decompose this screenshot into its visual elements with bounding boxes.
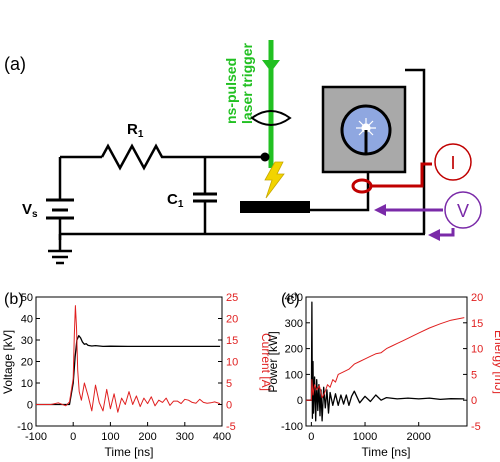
y-tick-label: 10 [21,378,33,390]
electrode-tip [260,152,270,162]
y2-tick-label: 20 [471,292,483,304]
y2-tick-label: -5 [471,421,481,433]
panel-a-label: (a) [4,54,26,74]
panel-c-label: (c) [281,291,300,308]
ground-electrode-plate [240,201,310,213]
chart-b-x-ticks: -100 0 100 200 300 400 [25,422,231,443]
x-tick-label: 300 [176,431,194,443]
chart-b-series [36,305,221,413]
chart-c-series [306,301,465,422]
laser-label-line2: laser trigger [239,43,255,124]
ground-icon [48,249,72,265]
series-line-right-axis [306,317,465,401]
chart-c-xlabel: Time [ns] [362,445,411,459]
y-tick-label: 100 [285,369,303,381]
series-line-left-axis [36,335,221,406]
y-tick-label: 20 [21,357,33,369]
y2-tick-label: 0 [226,400,232,412]
y-tick-label: 200 [285,344,303,356]
vs-label: Vs [22,201,38,220]
voltage-meter [444,191,482,229]
y-tick-label: 40 [21,314,33,326]
chart-c-x-ticks: 0 1000 2000 [308,422,431,443]
current-meter [434,143,472,181]
y2-tick-label: 15 [226,335,238,347]
y2-tick-label: 5 [471,369,477,381]
voltage-meter-label: V [457,201,469,221]
resistor-r1 [100,143,168,171]
x-tick-label: 0 [308,431,314,443]
panel-a-circuit: (a) R1 C1 Vs [4,40,482,265]
laser-arrow-icon [262,60,280,72]
x-tick-label: 2000 [406,431,430,443]
x-tick-label: 200 [138,431,156,443]
chart-b-y2label: Current [A] [259,333,273,391]
voltage-source [46,198,74,220]
series-line-right-axis [36,305,221,413]
chart-c-y2label: Energy [mJ] [492,330,500,394]
y2-tick-label: 15 [471,318,483,330]
circuit-wires [58,68,426,250]
voltage-probe-arrow-bottom-icon [428,229,440,241]
c1-label: C1 [167,191,184,210]
x-tick-label: 1000 [353,431,377,443]
chart-c-frame [305,296,468,427]
y2-tick-label: 10 [226,357,238,369]
x-tick-label: 400 [213,431,231,443]
y-tick-label: -100 [281,421,303,433]
y2-tick-label: 25 [226,292,238,304]
chart-c-left-ticks: -100 0 100 200 300 400 [281,292,310,433]
chart-b-ylabel: Voltage [kV] [1,330,15,394]
r1-label: R1 [127,121,144,140]
chart-c-right-ticks: -5 0 5 10 15 20 [463,292,483,433]
spark-lightning-icon [264,161,285,199]
wire-chamber-return [405,68,426,234]
lens-icon [250,110,292,126]
chart-b-right-ticks: -5 0 5 10 15 20 25 [218,292,238,433]
panel-b-label: (b) [4,291,24,308]
wire-electrode-to-chamber [310,162,370,212]
x-tick-label: 0 [70,431,76,443]
chart-b-xlabel: Time [ns] [105,445,154,459]
chart-b-frame [35,296,223,427]
y-tick-label: 300 [285,318,303,330]
y2-tick-label: 20 [226,314,238,326]
y-tick-label: -10 [17,421,33,433]
y2-tick-label: 0 [471,395,477,407]
capacitor-c1 [193,192,217,203]
x-tick-label: 100 [101,431,119,443]
y-tick-label: 0 [297,395,303,407]
current-meter-label: I [450,153,455,173]
x-tick-label: -100 [25,431,47,443]
voltage-probe-lead-bottom [440,228,455,237]
chart-c-ylabel: Power [kW] [266,331,280,392]
laser-label: ns-pulsed [223,58,239,124]
y-tick-label: 30 [21,335,33,347]
chart-b-left-ticks: -10 0 10 20 30 40 50 [17,292,40,433]
chart-c: (c) -100 0 100 200 300 400 -5 0 5 10 15 20 0 1000 20… [266,291,500,459]
y2-tick-label: 10 [471,344,483,356]
current-probe-lead [371,162,432,188]
y2-tick-label: -5 [226,421,236,433]
y-tick-label: 50 [21,292,33,304]
y2-tick-label: 5 [226,378,232,390]
series-line-left-axis [306,301,465,422]
y-tick-label: 0 [27,400,33,412]
plasma-burst-icon [356,118,376,138]
y-tick-label: 400 [285,292,303,304]
voltage-probe-arrow-top-icon [374,204,386,216]
